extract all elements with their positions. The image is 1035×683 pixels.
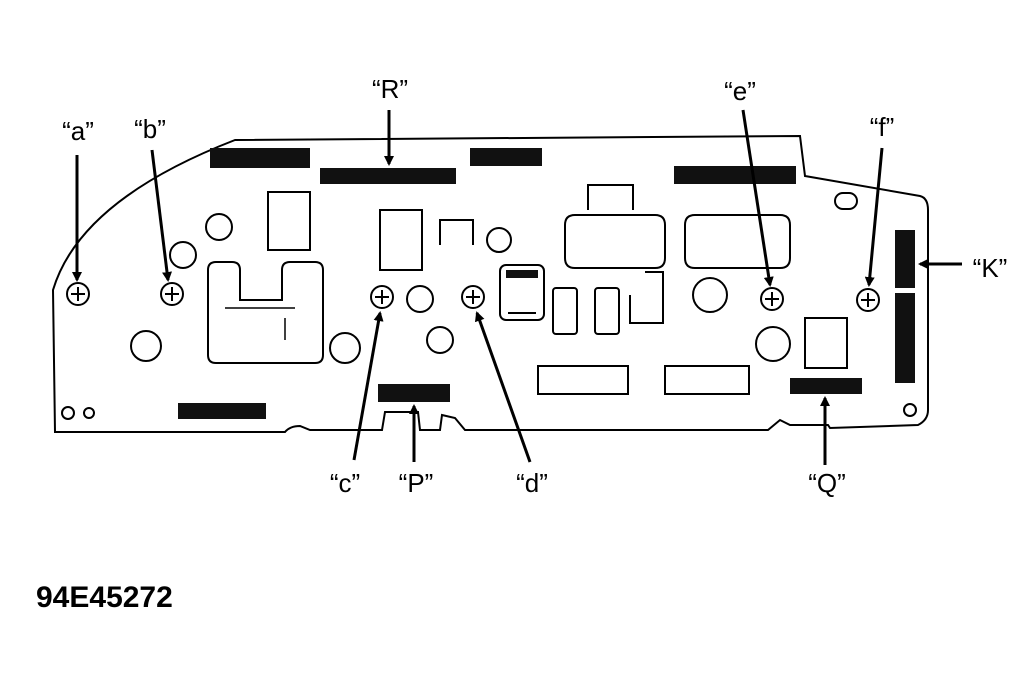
connector-top-right (674, 166, 796, 184)
connector-bottom-left (178, 403, 266, 419)
board-outline (51, 134, 929, 433)
connector-K-lower (895, 293, 915, 383)
arrow-f (864, 147, 884, 287)
connector-P (378, 384, 450, 402)
callout-c: “c” (330, 468, 360, 498)
callout-d: “d” (516, 468, 548, 498)
connector-top-left (210, 148, 310, 168)
callout-R: “R” (372, 74, 408, 104)
callout-e: “e” (724, 76, 756, 106)
arrow-b (150, 149, 172, 282)
callout-P: “P” (399, 468, 434, 498)
callout-b: “b” (134, 114, 166, 144)
round-holes (61, 213, 917, 420)
connector-Q (790, 378, 862, 394)
screw-a-icon (66, 282, 90, 306)
screw-e-icon (760, 287, 784, 311)
callout-K: “K” (973, 253, 1008, 283)
connector-K-upper (895, 230, 915, 288)
screw-f-icon (856, 288, 880, 312)
component-cutouts (207, 184, 858, 395)
screw-c-icon (370, 285, 394, 309)
screw-b-icon (160, 282, 184, 306)
callout-a: “a” (62, 116, 94, 146)
screw-d-icon (461, 285, 485, 309)
connector-R (320, 168, 456, 184)
arrow-d (474, 311, 532, 463)
callout-Q: “Q” (808, 468, 846, 498)
connector-top-center (470, 148, 542, 166)
figure-id: 94E45272 (36, 581, 173, 614)
callout-f: “f” (870, 112, 895, 142)
arrow-e (741, 109, 774, 287)
arrow-c (352, 311, 384, 461)
